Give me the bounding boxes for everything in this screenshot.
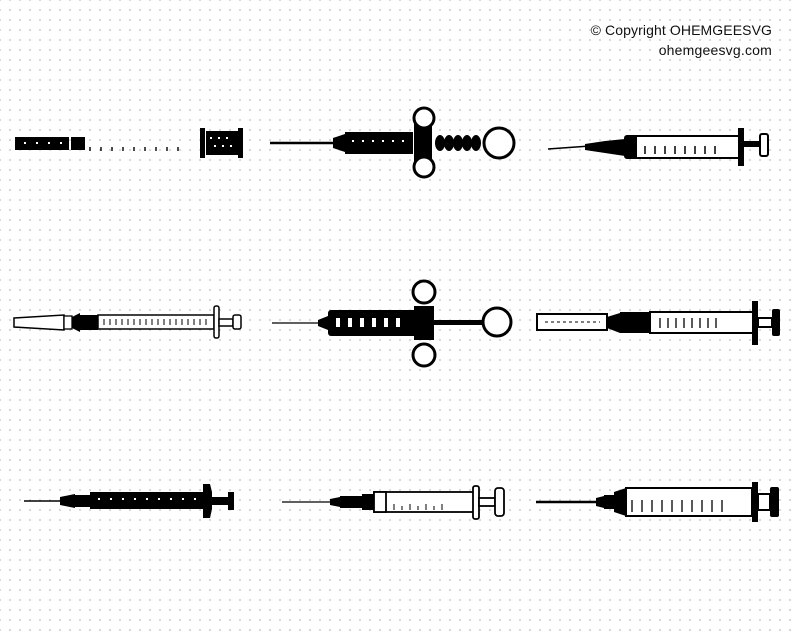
large-syringe-icon [536,482,779,522]
filled-syringe-icon [547,128,769,166]
capped-syringe-icon [536,301,780,345]
website-text: ohemgeesvg.com [658,42,772,58]
ring-grip-syringe-icon [270,106,516,179]
outline-syringe-icon [282,485,505,520]
ring-grip-syringe-icon [272,279,513,368]
copyright-watermark: © Copyright OHEMGEESVG ohemgeesvg.com [591,20,772,60]
solid-syringe-icon [24,484,234,518]
copyright-text: © Copyright OHEMGEESVG [590,22,772,38]
exploded-syringe-icon [15,128,243,158]
insulin-pen-syringe-icon [13,305,242,339]
